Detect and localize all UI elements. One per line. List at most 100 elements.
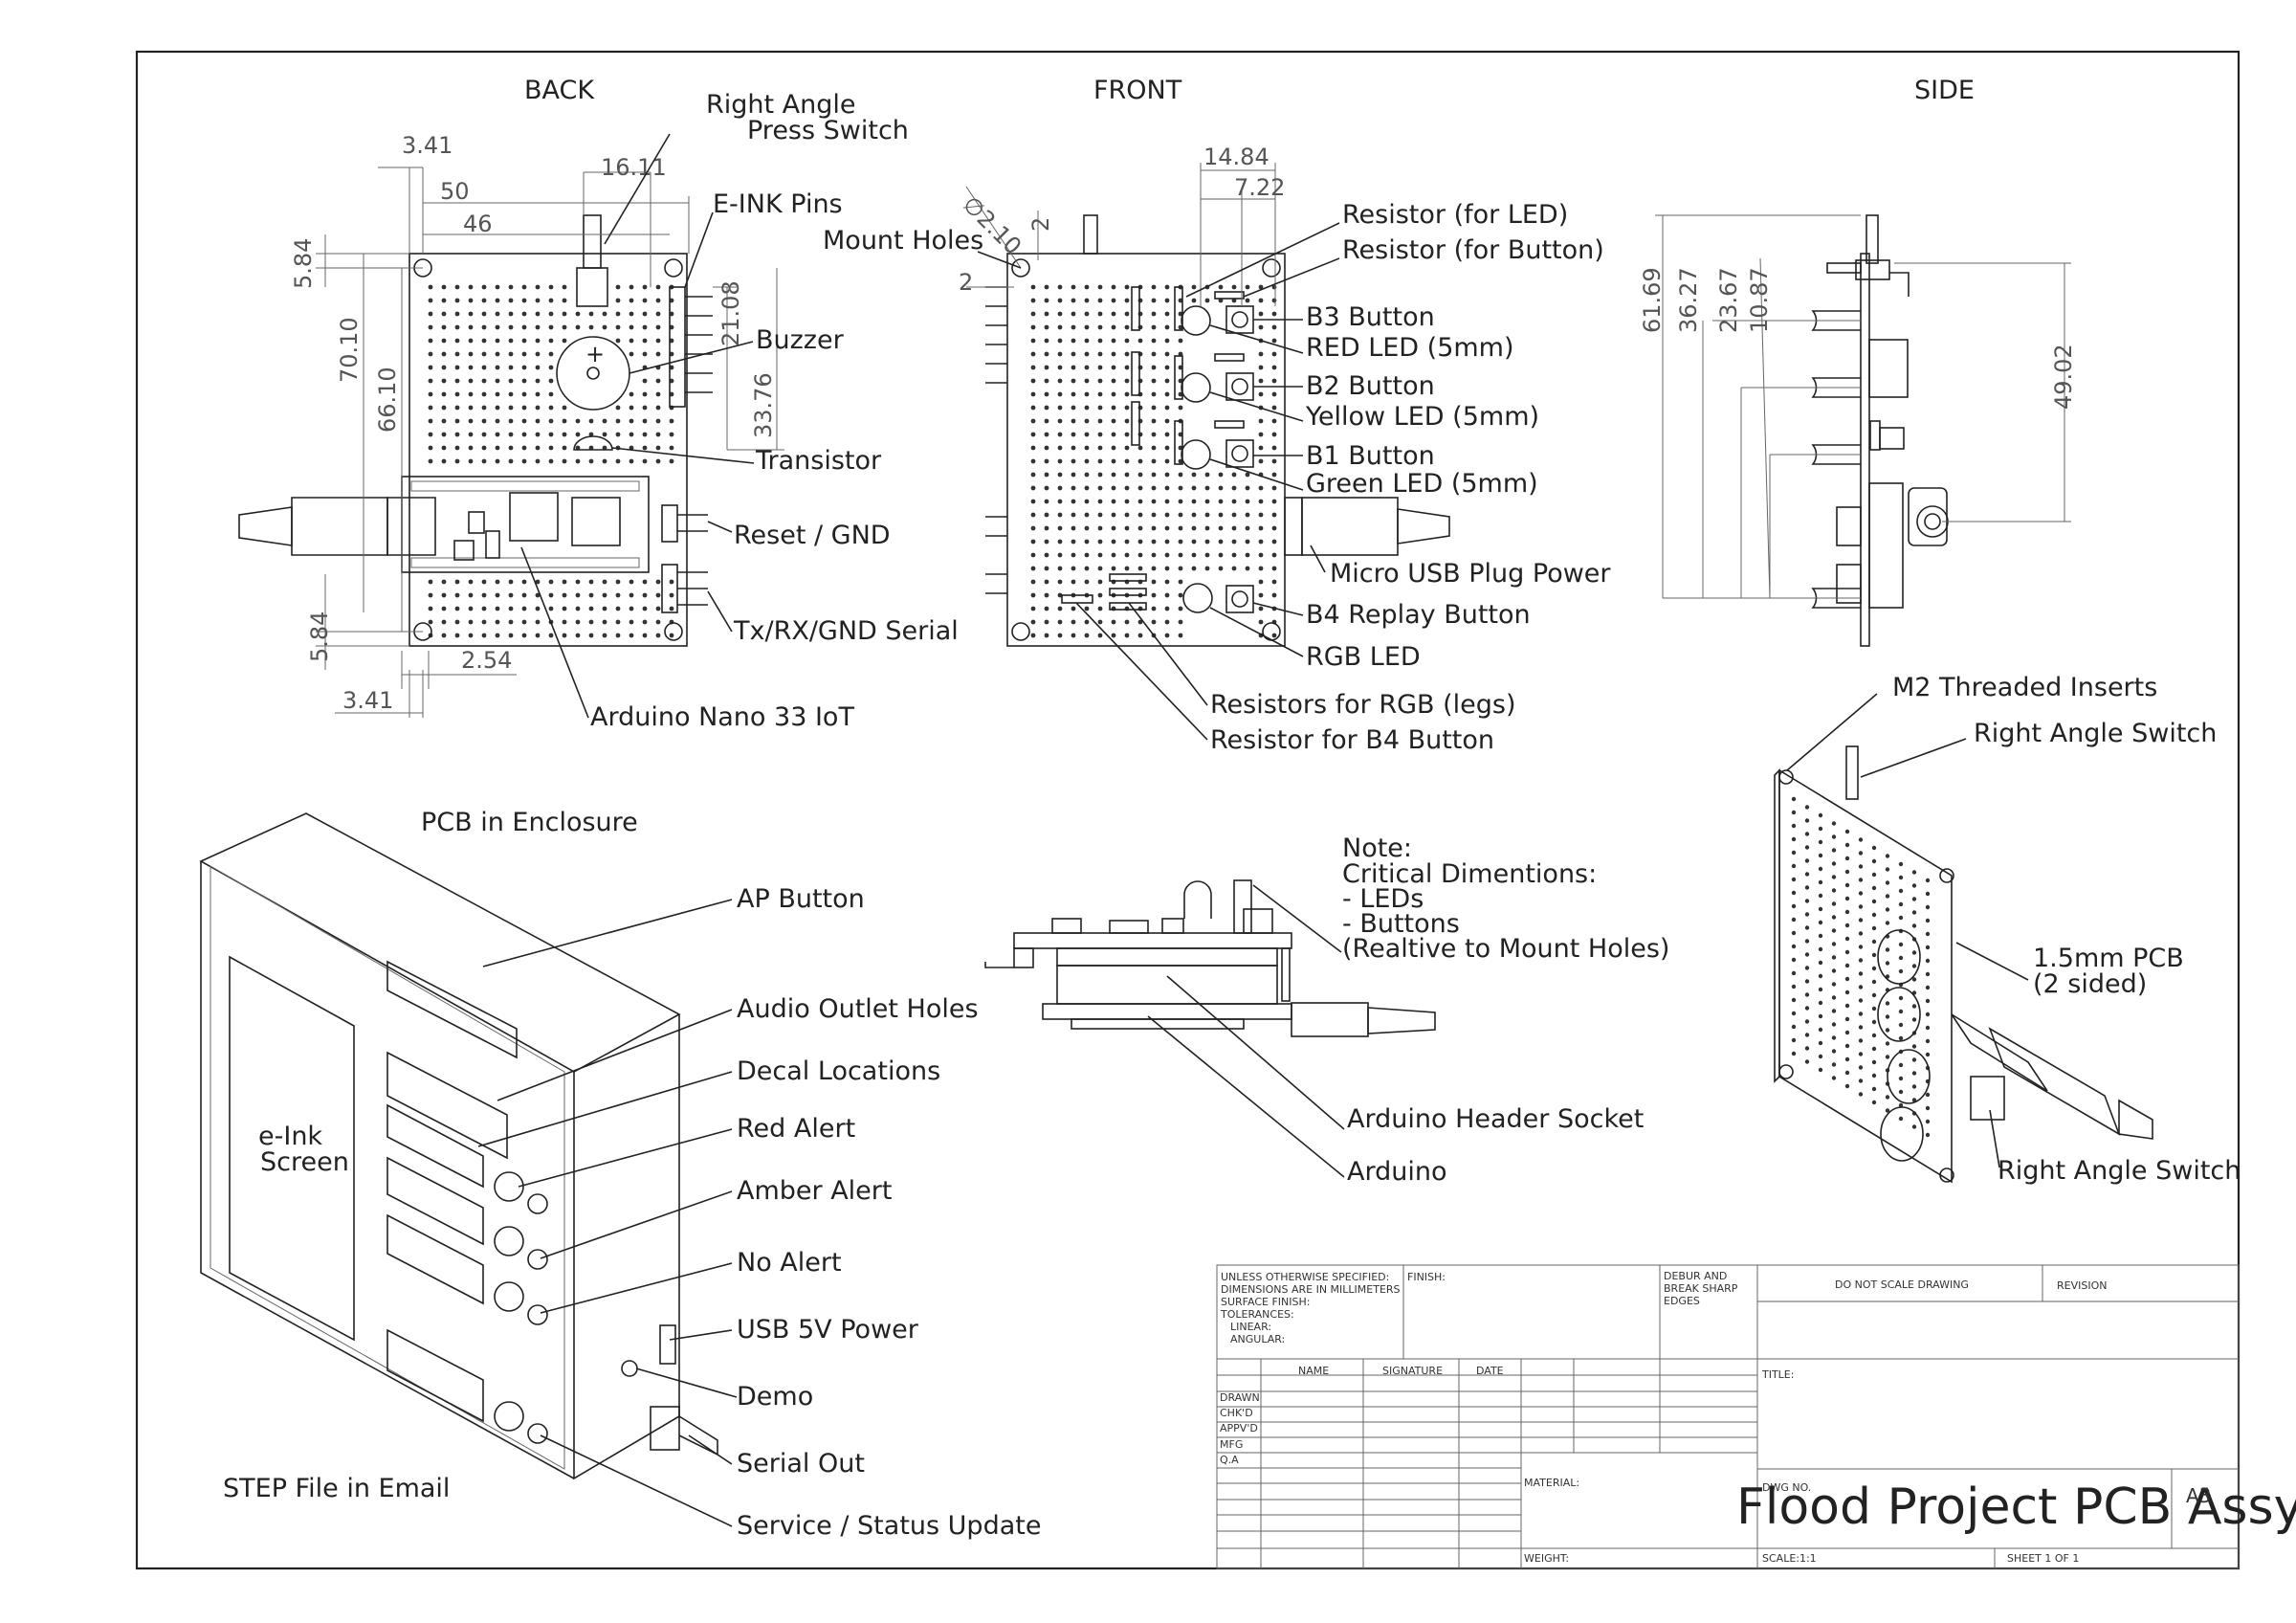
- pcb-hole: [1164, 405, 1170, 411]
- enclosure-eink-screen: [229, 955, 355, 1342]
- pcb-hole: [1871, 925, 1877, 931]
- pcb-hole: [1271, 633, 1277, 638]
- pcb-hole: [629, 391, 634, 397]
- pcb-hole: [1818, 960, 1823, 966]
- pcb-hole: [1044, 284, 1049, 290]
- pcb-hole: [669, 432, 674, 437]
- pcb-hole: [1191, 512, 1197, 518]
- pcb-hole: [1124, 351, 1130, 357]
- pcb-hole: [1858, 851, 1864, 856]
- pcb-hole: [454, 633, 460, 638]
- pcb-hole: [1111, 472, 1116, 478]
- pcb-hole: [1844, 1043, 1850, 1049]
- pcb-hole: [1097, 499, 1103, 504]
- pcb-hole: [481, 284, 487, 290]
- enclosure-view: e-Ink Screen AP Button Audio Outlet Hole…: [199, 812, 1041, 1541]
- front-mount-holes: [1011, 258, 1281, 641]
- pcb-hole: [1084, 525, 1090, 531]
- dim-7-22: 7.22: [1234, 174, 1285, 201]
- pcb-hole: [1111, 566, 1116, 571]
- tb-row-chkd: CHK'D: [1220, 1407, 1253, 1419]
- pcb-hole: [454, 324, 460, 330]
- pcb-hole: [629, 338, 634, 344]
- label-green-led: Green LED (5mm): [1306, 469, 1538, 499]
- pcb-hole: [495, 298, 500, 303]
- pcb-hole: [655, 432, 661, 437]
- pcb-hole: [562, 619, 567, 625]
- pcb-hole: [1218, 552, 1224, 558]
- pcb-hole: [1791, 997, 1797, 1003]
- pcb-hole: [428, 311, 433, 317]
- pcb-hole: [1164, 619, 1170, 625]
- pcb-hole: [615, 633, 621, 638]
- pcb-hole: [575, 324, 581, 330]
- pcb-hole: [1271, 566, 1277, 571]
- dim-5-84-top: 5.84: [290, 238, 317, 289]
- front-yellow-led: [1181, 372, 1211, 403]
- pcb-hole: [655, 298, 661, 303]
- pcb-hole: [481, 445, 487, 451]
- pcb-hole: [1258, 525, 1264, 531]
- pcb-hole: [1044, 633, 1049, 638]
- label-tx-rx-gnd-serial: Tx/RX/GND Serial: [733, 616, 959, 646]
- pcb-hole: [615, 298, 621, 303]
- pcb-hole: [1844, 1030, 1850, 1035]
- dim-46: 46: [463, 211, 493, 237]
- pcb-hole: [1084, 284, 1090, 290]
- pcb-hole: [521, 378, 527, 384]
- pcb-hole: [1137, 485, 1143, 491]
- pcb-hole: [1151, 458, 1157, 464]
- label-reset-gnd: Reset / GND: [734, 521, 891, 550]
- pcb-hole: [1231, 539, 1237, 545]
- pcb-hole: [1831, 928, 1837, 933]
- pcb-hole: [1898, 1089, 1904, 1095]
- pcb-hole: [1057, 458, 1063, 464]
- pcb-hole: [1124, 418, 1130, 424]
- pcb-hole: [454, 338, 460, 344]
- pcb-hole: [1057, 324, 1063, 330]
- pcb-hole: [1871, 1006, 1877, 1012]
- pcb-hole: [508, 311, 514, 317]
- pcb-hole: [1844, 829, 1850, 834]
- pcb-hole: [629, 298, 634, 303]
- pcb-hole: [495, 592, 500, 598]
- tb-weight: WEIGHT:: [1524, 1552, 1569, 1565]
- pcb-hole: [1137, 472, 1143, 478]
- sheet-border: [135, 50, 2241, 1570]
- pcb-hole: [1044, 485, 1049, 491]
- pcb-hole: [1858, 1065, 1864, 1070]
- pcb-hole: [1791, 850, 1797, 856]
- pcb-hole: [1791, 877, 1797, 882]
- pcb-hole: [1178, 445, 1183, 451]
- pcb-hole: [1124, 525, 1130, 531]
- front-micro-usb-plug: [1301, 497, 1399, 556]
- pcb-hole: [1057, 592, 1063, 598]
- pcb-hole: [1151, 365, 1157, 370]
- pcb-hole: [1858, 864, 1864, 869]
- pcb-hole: [655, 579, 661, 585]
- pcb-hole: [481, 338, 487, 344]
- pcb-hole: [629, 606, 634, 611]
- pcb-hole: [1911, 1071, 1917, 1076]
- pcb-hole: [428, 405, 433, 411]
- pcb-hole: [1204, 485, 1210, 491]
- pcb-hole: [629, 405, 634, 411]
- pcb-hole: [1178, 539, 1183, 545]
- pcb-hole: [1791, 796, 1797, 802]
- pcb-hole: [1911, 897, 1917, 901]
- pcb-hole: [562, 298, 567, 303]
- pcb-hole: [1111, 512, 1116, 518]
- pcb-hole: [1804, 818, 1810, 823]
- pcb-hole: [1844, 949, 1850, 955]
- pcb-hole: [1111, 485, 1116, 491]
- pcb-hole: [1818, 1054, 1823, 1059]
- pcb-hole: [1231, 284, 1237, 290]
- pcb-hole: [1871, 872, 1877, 878]
- pcb-hole: [1271, 418, 1277, 424]
- pcb-hole: [1044, 378, 1049, 384]
- pcb-hole: [521, 391, 527, 397]
- pcb-hole: [1097, 324, 1103, 330]
- tb-sheet: SHEET 1 OF 1: [2007, 1552, 2079, 1565]
- pcb-hole: [1204, 512, 1210, 518]
- pcb-hole: [1097, 458, 1103, 464]
